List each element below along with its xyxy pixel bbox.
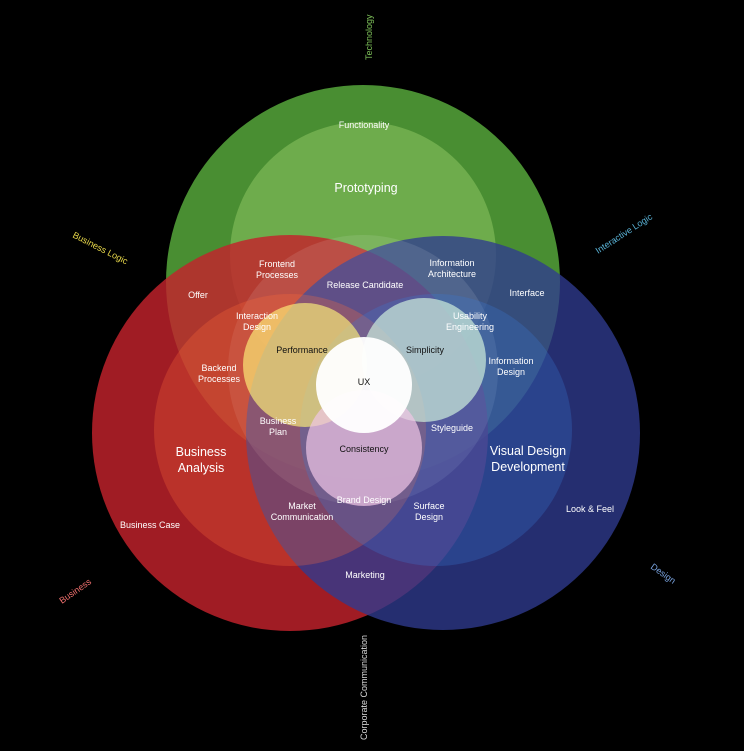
label-brand-design: Brand Design	[337, 495, 392, 505]
label-market-communication-2: Communication	[271, 512, 334, 522]
title-visual-design-line1: Visual Design	[490, 444, 566, 458]
label-usability-engineering-1: Usability	[453, 311, 488, 321]
label-functionality: Functionality	[339, 120, 390, 130]
title-business-analysis-line2: Analysis	[178, 461, 225, 475]
region-ux	[316, 337, 412, 433]
label-surface-design-1: Surface	[413, 501, 444, 511]
label-business-plan-1: Business	[260, 416, 297, 426]
label-information-design-2: Design	[497, 367, 525, 377]
label-information-architecture-1: Information	[429, 258, 474, 268]
label-information-architecture-2: Architecture	[428, 269, 476, 279]
label-information-design-1: Information	[488, 356, 533, 366]
title-business-analysis-line1: Business	[176, 445, 227, 459]
label-usability-engineering-2: Engineering	[446, 322, 494, 332]
label-backend-processes-2: Processes	[198, 374, 241, 384]
label-release-candidate: Release Candidate	[327, 280, 404, 290]
label-frontend-processes-2: Processes	[256, 270, 299, 280]
label-marketing: Marketing	[345, 570, 385, 580]
label-performance: Performance	[276, 345, 328, 355]
label-styleguide: Styleguide	[431, 423, 473, 433]
label-offer: Offer	[188, 290, 208, 300]
label-interaction-design-1: Interaction	[236, 311, 278, 321]
label-market-communication-1: Market	[288, 501, 316, 511]
label-interaction-design-2: Design	[243, 322, 271, 332]
label-business-case: Business Case	[120, 520, 180, 530]
label-consistency: Consistency	[339, 444, 389, 454]
edge-label-technology: Technology	[364, 14, 374, 60]
edge-label-corporate-communication: Corporate Communication	[359, 635, 369, 740]
label-business-plan-2: Plan	[269, 427, 287, 437]
label-look-and-feel: Look & Feel	[566, 504, 614, 514]
circles	[92, 85, 640, 631]
label-backend-processes-1: Backend	[201, 363, 236, 373]
label-ux: UX	[358, 377, 371, 387]
title-visual-design-line2: Development	[491, 460, 565, 474]
title-prototyping: Prototyping	[334, 181, 397, 195]
label-surface-design-2: Design	[415, 512, 443, 522]
label-simplicity: Simplicity	[406, 345, 445, 355]
label-frontend-processes-1: Frontend	[259, 259, 295, 269]
label-interface: Interface	[509, 288, 544, 298]
